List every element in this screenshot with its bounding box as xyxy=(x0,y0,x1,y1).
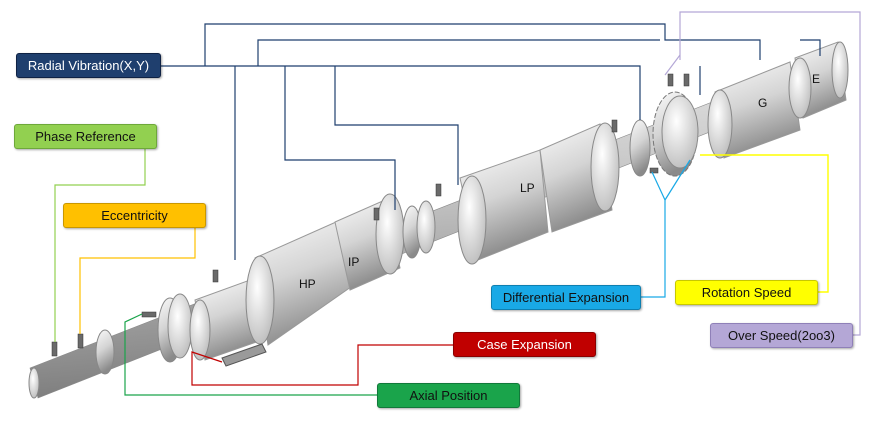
radial-vibration-wiring xyxy=(160,23,821,260)
probe xyxy=(611,119,618,133)
rotation-speed-wire xyxy=(700,154,829,293)
probe xyxy=(77,333,84,349)
probe xyxy=(667,73,674,87)
section-label-generator: G xyxy=(758,96,767,110)
case-expansion-wire xyxy=(191,344,455,386)
exciter-end-face xyxy=(831,41,849,99)
rotation-speed-label: Rotation Speed xyxy=(675,280,818,305)
probe xyxy=(649,167,659,174)
ip-turbine-face xyxy=(375,193,405,275)
hp-turbine-face xyxy=(245,255,275,345)
differential-expansion-label: Differential Expansion xyxy=(491,285,641,310)
case-expansion-sensor xyxy=(221,343,267,367)
lp-turbine-face xyxy=(457,175,487,265)
case-expansion-label: Case Expansion xyxy=(453,332,596,357)
front-bearing-face xyxy=(189,299,211,361)
differential-expansion-wire-branch xyxy=(664,159,691,201)
over-speed-wire xyxy=(679,11,861,336)
differential-expansion-wire xyxy=(640,171,666,298)
coupling-disc-1 xyxy=(95,329,115,375)
eccentricity-label: Eccentricity xyxy=(63,203,206,228)
phase-reference-label: Phase Reference xyxy=(14,124,157,149)
probe xyxy=(141,311,157,318)
section-label-ip: IP xyxy=(348,255,359,269)
axial-position-wire xyxy=(124,313,378,396)
mid-bearing-disc-2 xyxy=(416,200,436,254)
section-label-exciter: E xyxy=(812,72,820,86)
probe xyxy=(212,269,219,283)
speed-wheel-face xyxy=(661,95,699,169)
turbine-shaft-train xyxy=(28,41,849,399)
radial-vibration-label: Radial Vibration(X,Y) xyxy=(16,53,161,78)
exciter-face xyxy=(788,57,812,119)
coupling-disc-3 xyxy=(167,293,193,359)
eccentricity-wire xyxy=(79,228,196,334)
phase-reference-wire xyxy=(54,148,146,342)
probe xyxy=(435,183,442,197)
generator-face xyxy=(707,89,733,159)
axial-position-label: Axial Position xyxy=(377,383,520,408)
section-label-lp: LP xyxy=(520,181,535,195)
probe xyxy=(683,73,690,87)
lp-exhaust-face xyxy=(590,122,620,212)
shaft-end-face xyxy=(28,367,40,399)
probe xyxy=(373,207,380,221)
probe xyxy=(51,341,58,357)
over-speed-label: Over Speed(2oo3) xyxy=(710,323,853,348)
over-speed-wire-branch xyxy=(664,54,681,76)
section-label-hp: HP xyxy=(299,277,316,291)
lp-bearing-disc xyxy=(629,119,651,177)
